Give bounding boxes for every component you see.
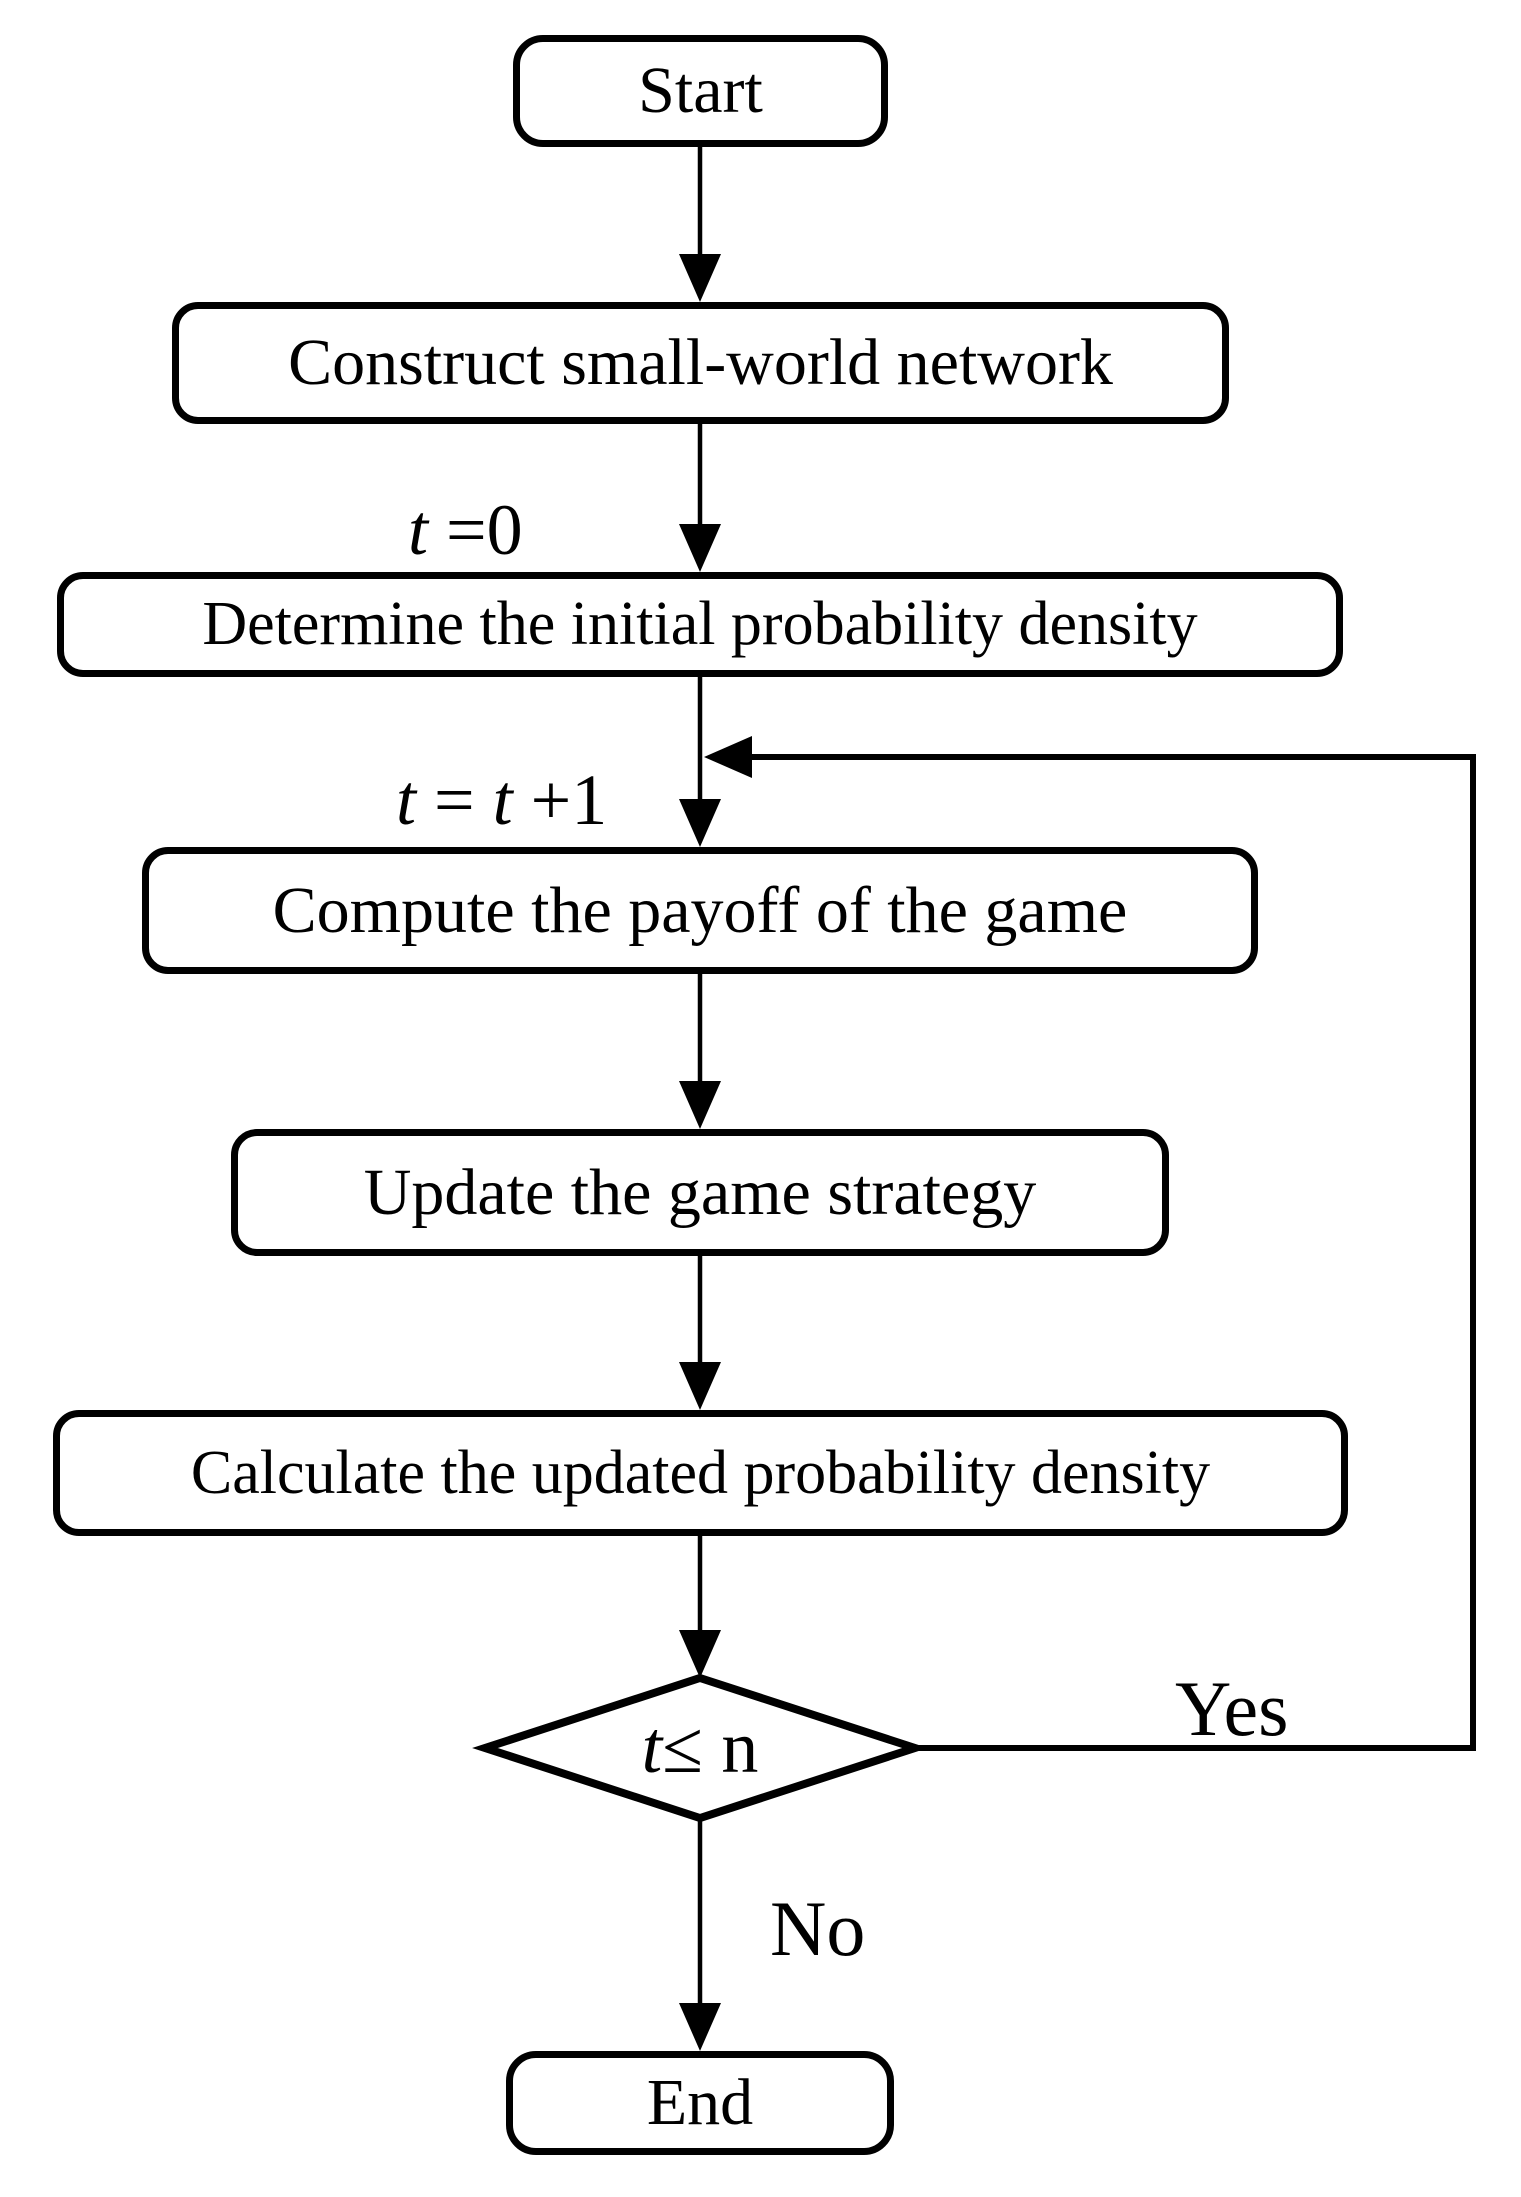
t-init-label: t =0 (408, 494, 523, 566)
initial-probability-node: Determine the initial probability densit… (57, 572, 1343, 677)
end-node: End (506, 2051, 894, 2155)
decision-diamond (472, 1673, 928, 1823)
no-branch-label: No (770, 1885, 866, 1972)
arrowhead-compute (679, 799, 721, 847)
arrowhead-loop-join (704, 736, 752, 778)
initial-probability-label: Determine the initial probability densit… (202, 590, 1198, 658)
update-strategy-label: Update the game strategy (363, 1155, 1037, 1229)
arrowhead-calculate (679, 1362, 721, 1410)
construct-network-label: Construct small-world network (288, 326, 1113, 399)
compute-payoff-node: Compute the payoff of the game (142, 847, 1258, 974)
decision-rest: ≤ n (662, 1706, 759, 1789)
start-node-label: Start (638, 54, 763, 127)
decision-condition-label: t ≤ n (485, 1688, 915, 1808)
update-strategy-node: Update the game strategy (231, 1129, 1169, 1256)
arrowhead-update (679, 1081, 721, 1129)
updated-probability-label: Calculate the updated probability densit… (190, 1438, 1211, 1507)
yes-branch-label: Yes (1175, 1665, 1289, 1752)
construct-network-node: Construct small-world network (172, 302, 1229, 424)
t-init-var: t (408, 490, 429, 570)
t-step-var1: t (396, 760, 417, 840)
arrowhead-construct (679, 254, 721, 302)
arrowhead-determine (679, 524, 721, 572)
arrowhead-decision (679, 1630, 721, 1678)
t-increment-label: t = t +1 (396, 764, 607, 836)
updated-probability-node: Calculate the updated probability densit… (53, 1410, 1348, 1536)
t-step-rest: +1 (512, 760, 608, 840)
t-init-rest: =0 (428, 490, 523, 570)
start-node: Start (513, 35, 888, 147)
arrowhead-end (679, 2003, 721, 2051)
t-step-var2: t (492, 760, 513, 840)
yes-loop-line (752, 754, 1476, 1751)
end-node-label: End (646, 2066, 754, 2139)
t-step-mid: = (416, 760, 493, 840)
compute-payoff-label: Compute the payoff of the game (272, 873, 1128, 947)
decision-var: t (641, 1706, 663, 1789)
